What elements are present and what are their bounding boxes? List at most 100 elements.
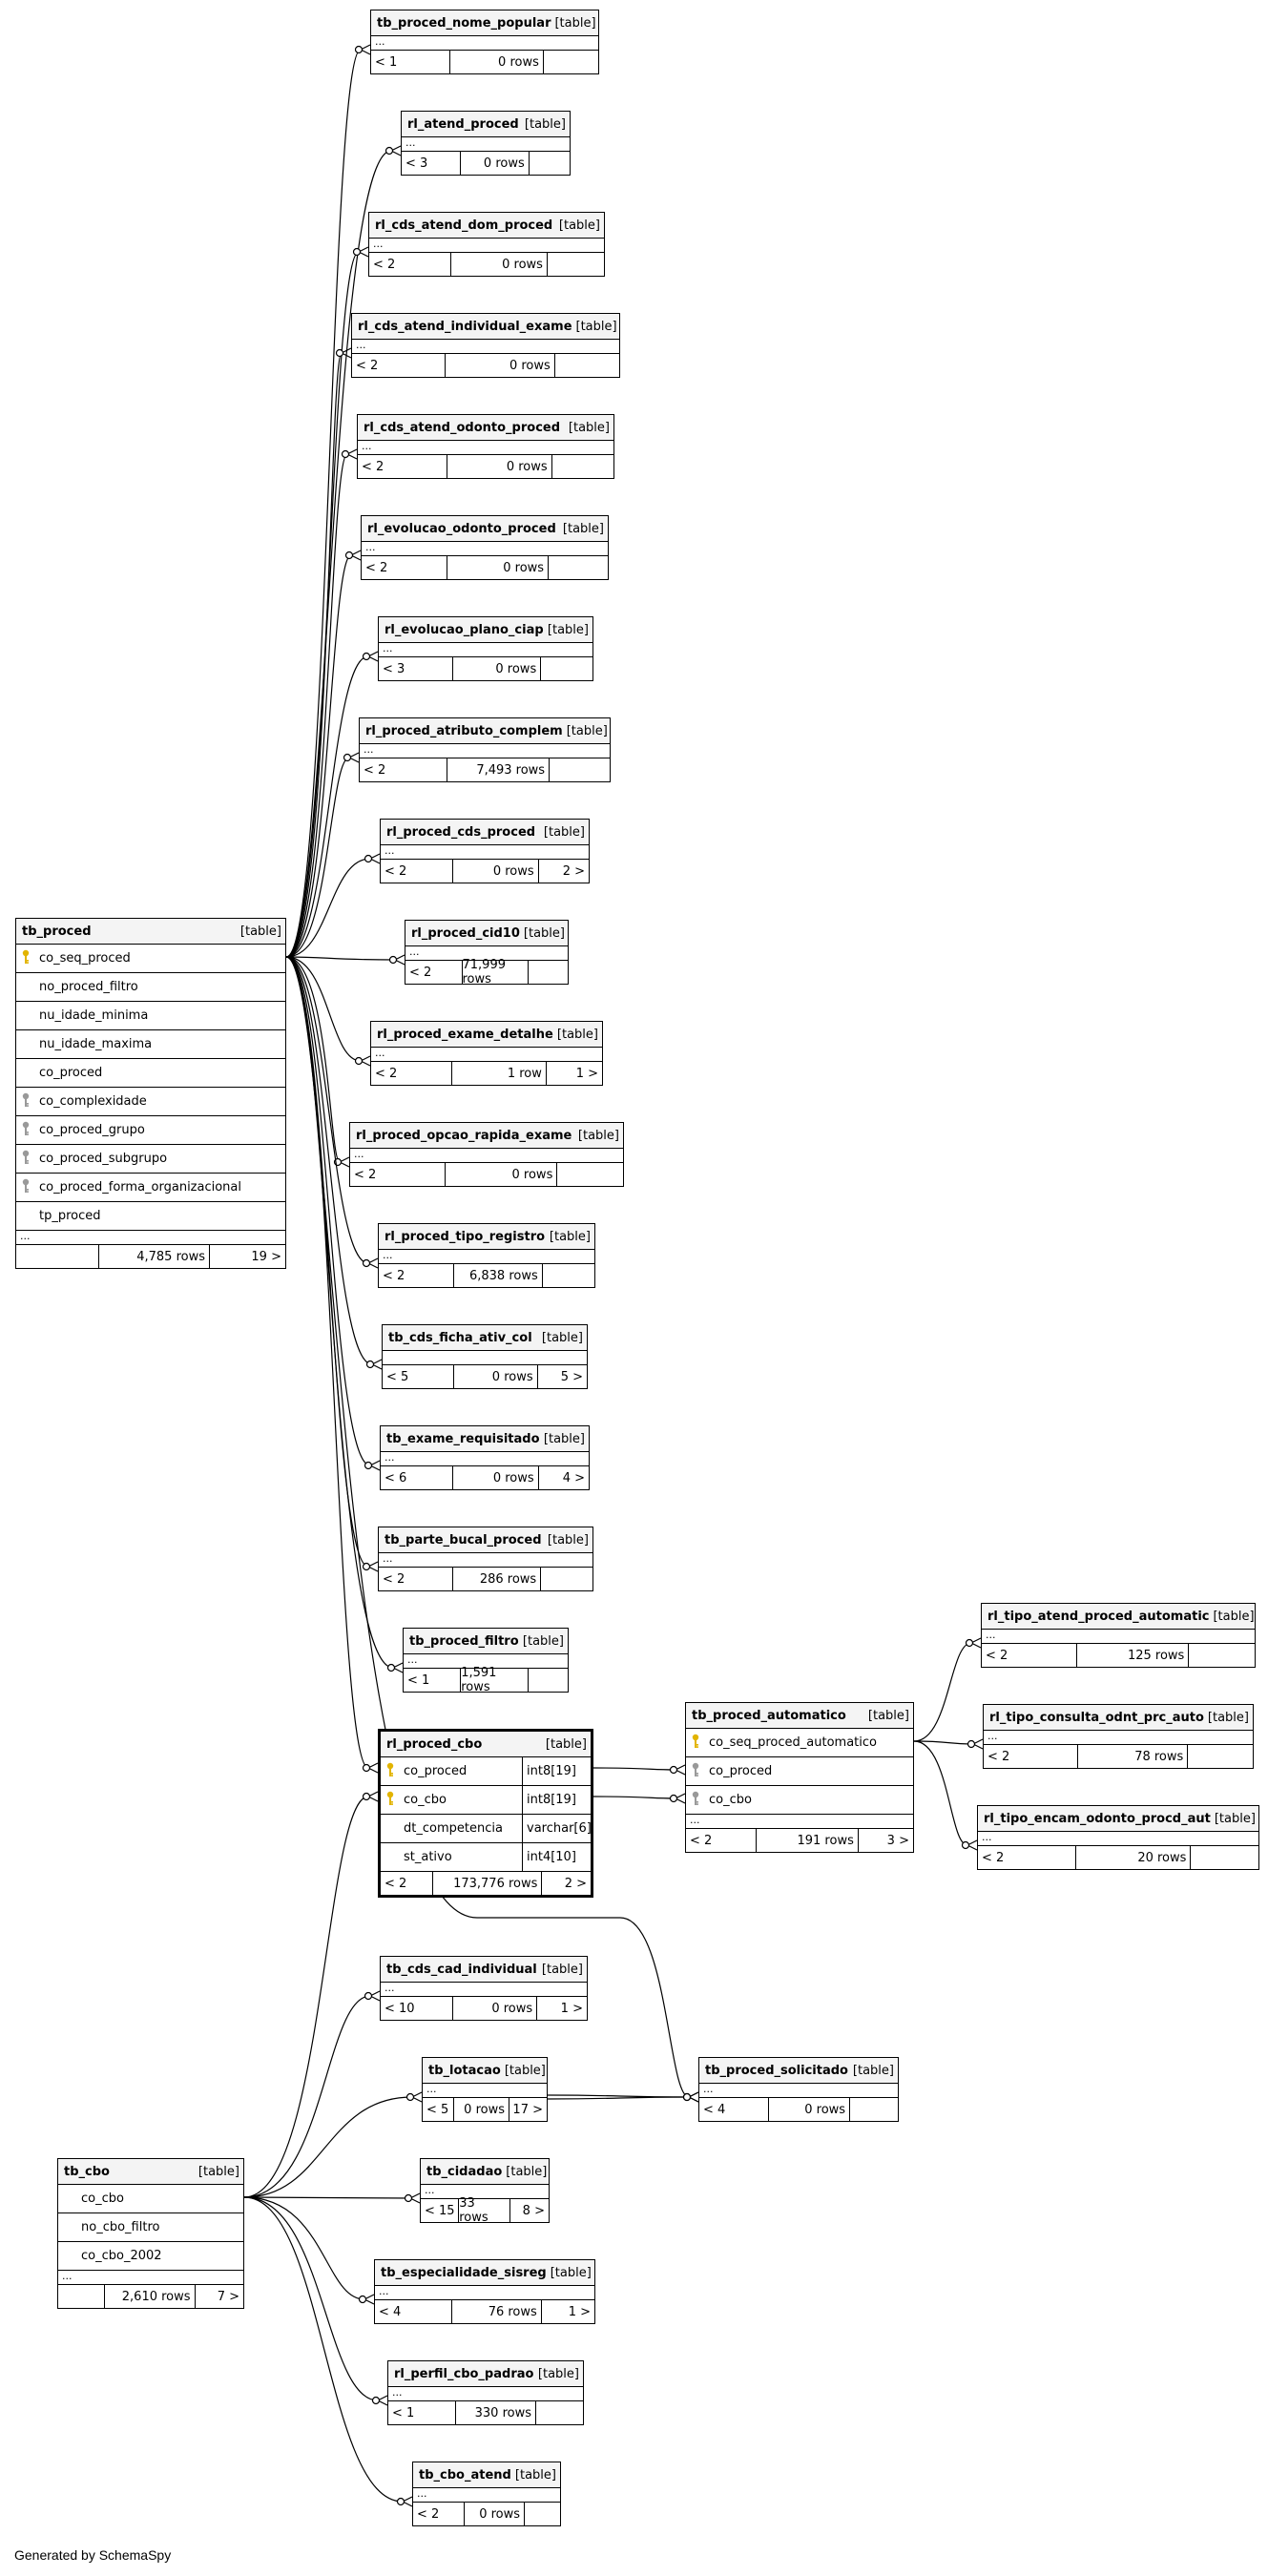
parents-count[interactable]: < 1 [388, 2401, 457, 2424]
children-count[interactable] [552, 455, 613, 478]
parents-count[interactable]: < 3 [402, 152, 461, 175]
parents-count[interactable]: < 4 [375, 2300, 452, 2323]
table-tb-exame-requisitado[interactable]: tb_exame_requisitado[table]... < 6 0 row… [380, 1425, 590, 1490]
table-tb-proced-filtro[interactable]: tb_proced_filtro[table]... < 1 1,591 row… [403, 1628, 569, 1694]
parents-count[interactable] [58, 2285, 105, 2308]
table-header[interactable]: rl_tipo_atend_proced_automatic[table] [982, 1604, 1255, 1630]
parents-count[interactable]: < 4 [699, 2098, 769, 2121]
parents-count[interactable]: < 2 [413, 2503, 465, 2525]
table-tb-parte-bucal-proced[interactable]: tb_parte_bucal_proced[table]... < 2 286 … [378, 1527, 593, 1591]
parents-count[interactable]: < 2 [350, 1163, 447, 1186]
table-header[interactable]: rl_proced_exame_detalhe[table] [371, 1022, 602, 1048]
parents-count[interactable]: < 2 [686, 1829, 757, 1852]
children-count[interactable] [543, 1264, 594, 1287]
table-rl-proced-cds-proced[interactable]: rl_proced_cds_proced[table]... < 2 0 row… [380, 819, 590, 883]
table-rl-proced-exame-detalhe[interactable]: rl_proced_exame_detalhe[table]... < 2 1 … [370, 1021, 603, 1086]
parents-count[interactable]: < 5 [423, 2098, 454, 2121]
column-row[interactable]: co_cbo [58, 2185, 243, 2213]
table-header[interactable]: tb_parte_bucal_proced[table] [379, 1527, 592, 1553]
children-count[interactable]: 2 > [562, 863, 585, 879]
parents-count[interactable]: < 2 [371, 1062, 452, 1085]
table-tb-cds-ficha-ativ-col[interactable]: tb_cds_ficha_ativ_col[table] < 5 0 rows … [382, 1324, 588, 1389]
parents-count[interactable]: < 2 [362, 556, 448, 579]
table-header[interactable]: tb_especialidade_sisreg[table] [375, 2260, 594, 2286]
table-tb-proced-nome-popular[interactable]: tb_proced_nome_popular[table]... < 1 0 r… [370, 10, 599, 74]
table-rl-tipo-atend-proced-automatic[interactable]: rl_tipo_atend_proced_automatic[table]...… [981, 1603, 1256, 1668]
column-row[interactable]: co_proced [16, 1059, 285, 1088]
table-rl-proced-cid10[interactable]: rl_proced_cid10[table]... < 2 71,999 row… [405, 920, 569, 987]
table-rl-atend-proced[interactable]: rl_atend_proced[table]... < 3 0 rows [401, 111, 571, 176]
column-row[interactable]: co_proced [686, 1757, 913, 1786]
children-count[interactable] [544, 51, 598, 73]
children-count[interactable] [525, 2503, 560, 2525]
children-count[interactable] [541, 657, 592, 680]
children-count[interactable] [1188, 1745, 1253, 1768]
table-header[interactable]: rl_tipo_consulta_odnt_prc_auto[table] [984, 1705, 1253, 1731]
table-header[interactable]: rl_proced_tipo_registro[table] [379, 1224, 594, 1250]
table-rl-proced-opcao-rapida-exame[interactable]: rl_proced_opcao_rapida_exame[table]... <… [349, 1122, 624, 1187]
table-tb-lotacao[interactable]: tb_lotacao[table]... < 5 0 rows 17 > [422, 2057, 548, 2122]
column-row[interactable]: no_cbo_filtro [58, 2213, 243, 2242]
children-count[interactable] [557, 1163, 623, 1186]
parents-count[interactable]: < 1 [371, 51, 451, 73]
table-rl-cds-atend-individual-exame[interactable]: rl_cds_atend_individual_exame[table]... … [351, 313, 620, 378]
column-row[interactable]: co_cbo [686, 1786, 913, 1815]
column-row[interactable]: co_complexidade [16, 1088, 285, 1116]
children-count[interactable] [536, 2401, 583, 2424]
children-count[interactable] [541, 1568, 592, 1590]
parents-count[interactable]: < 2 [358, 455, 447, 478]
parents-count[interactable]: < 3 [379, 657, 454, 680]
children-count[interactable] [1191, 1846, 1258, 1869]
children-count[interactable] [549, 556, 608, 579]
parents-count[interactable]: < 10 [381, 1997, 453, 2020]
children-count[interactable]: 17 > [512, 2102, 543, 2117]
table-header[interactable]: rl_proced_cds_proced[table] [381, 820, 589, 845]
parents-count[interactable]: < 2 [369, 253, 452, 276]
table-header[interactable]: rl_proced_cid10[table] [405, 921, 568, 946]
table-header[interactable]: rl_cds_atend_dom_proced[table] [369, 213, 604, 239]
table-header[interactable]: rl_evolucao_odonto_proced[table] [362, 516, 608, 542]
children-count[interactable]: 7 > [217, 2289, 239, 2304]
table-header[interactable]: tb_cbo[table] [58, 2159, 243, 2185]
table-rl-tipo-consulta-odnt-prc-auto[interactable]: rl_tipo_consulta_odnt_prc_auto[table]...… [983, 1704, 1254, 1769]
table-header[interactable]: tb_cds_ficha_ativ_col[table] [383, 1325, 587, 1351]
table-header[interactable]: rl_proced_atributo_complem[table] [360, 718, 610, 744]
children-count[interactable]: 1 > [560, 2001, 583, 2016]
children-count[interactable]: 19 > [251, 1249, 281, 1264]
parents-count[interactable]: < 2 [405, 961, 463, 984]
table-header[interactable]: tb_cds_cad_individual[table] [381, 1957, 587, 1983]
parents-count[interactable]: < 2 [984, 1745, 1078, 1768]
column-row[interactable]: co_proced_grupo [16, 1116, 285, 1145]
column-row[interactable]: nu_idade_minima [16, 1002, 285, 1030]
table-rl-cds-atend-dom-proced[interactable]: rl_cds_atend_dom_proced[table]... < 2 0 … [368, 212, 605, 277]
parents-count[interactable]: < 5 [383, 1365, 454, 1388]
children-count[interactable] [529, 1669, 568, 1692]
parents-count[interactable]: < 2 [352, 354, 446, 377]
table-tb-cds-cad-individual[interactable]: tb_cds_cad_individual[table]... < 10 0 r… [380, 1956, 588, 2021]
table-header[interactable]: tb_proced_nome_popular[table] [371, 10, 598, 36]
children-count[interactable] [529, 961, 568, 984]
table-tb-cbo-atend[interactable]: tb_cbo_atend[table]... < 2 0 rows [412, 2462, 561, 2526]
table-rl-tipo-encam-odonto-procd-aut[interactable]: rl_tipo_encam_odonto_procd_aut[table]...… [977, 1805, 1259, 1870]
children-count[interactable]: 3 > [886, 1833, 909, 1848]
column-row[interactable]: co_cbo_2002 [58, 2242, 243, 2271]
table-rl-cds-atend-odonto-proced[interactable]: rl_cds_atend_odonto_proced[table]... < 2… [357, 414, 614, 479]
children-count[interactable]: 2 > [564, 1876, 587, 1891]
table-header[interactable]: rl_cds_atend_individual_exame[table] [352, 314, 619, 340]
table-rl-evolucao-plano-ciap[interactable]: rl_evolucao_plano_ciap[table]... < 3 0 r… [378, 616, 593, 681]
parents-count[interactable]: < 2 [381, 1872, 433, 1895]
table-rl-proced-tipo-registro[interactable]: rl_proced_tipo_registro[table]... < 2 6,… [378, 1223, 595, 1288]
parents-count[interactable]: < 2 [379, 1568, 454, 1590]
children-count[interactable]: 1 > [575, 1066, 598, 1081]
children-count[interactable] [1189, 1644, 1255, 1667]
parents-count[interactable]: < 1 [404, 1669, 462, 1692]
parents-count[interactable]: < 6 [381, 1466, 454, 1489]
column-row[interactable]: co_proced_subgrupo [16, 1145, 285, 1174]
table-header[interactable]: tb_cbo_atend[table] [413, 2462, 560, 2488]
children-count[interactable] [555, 354, 619, 377]
